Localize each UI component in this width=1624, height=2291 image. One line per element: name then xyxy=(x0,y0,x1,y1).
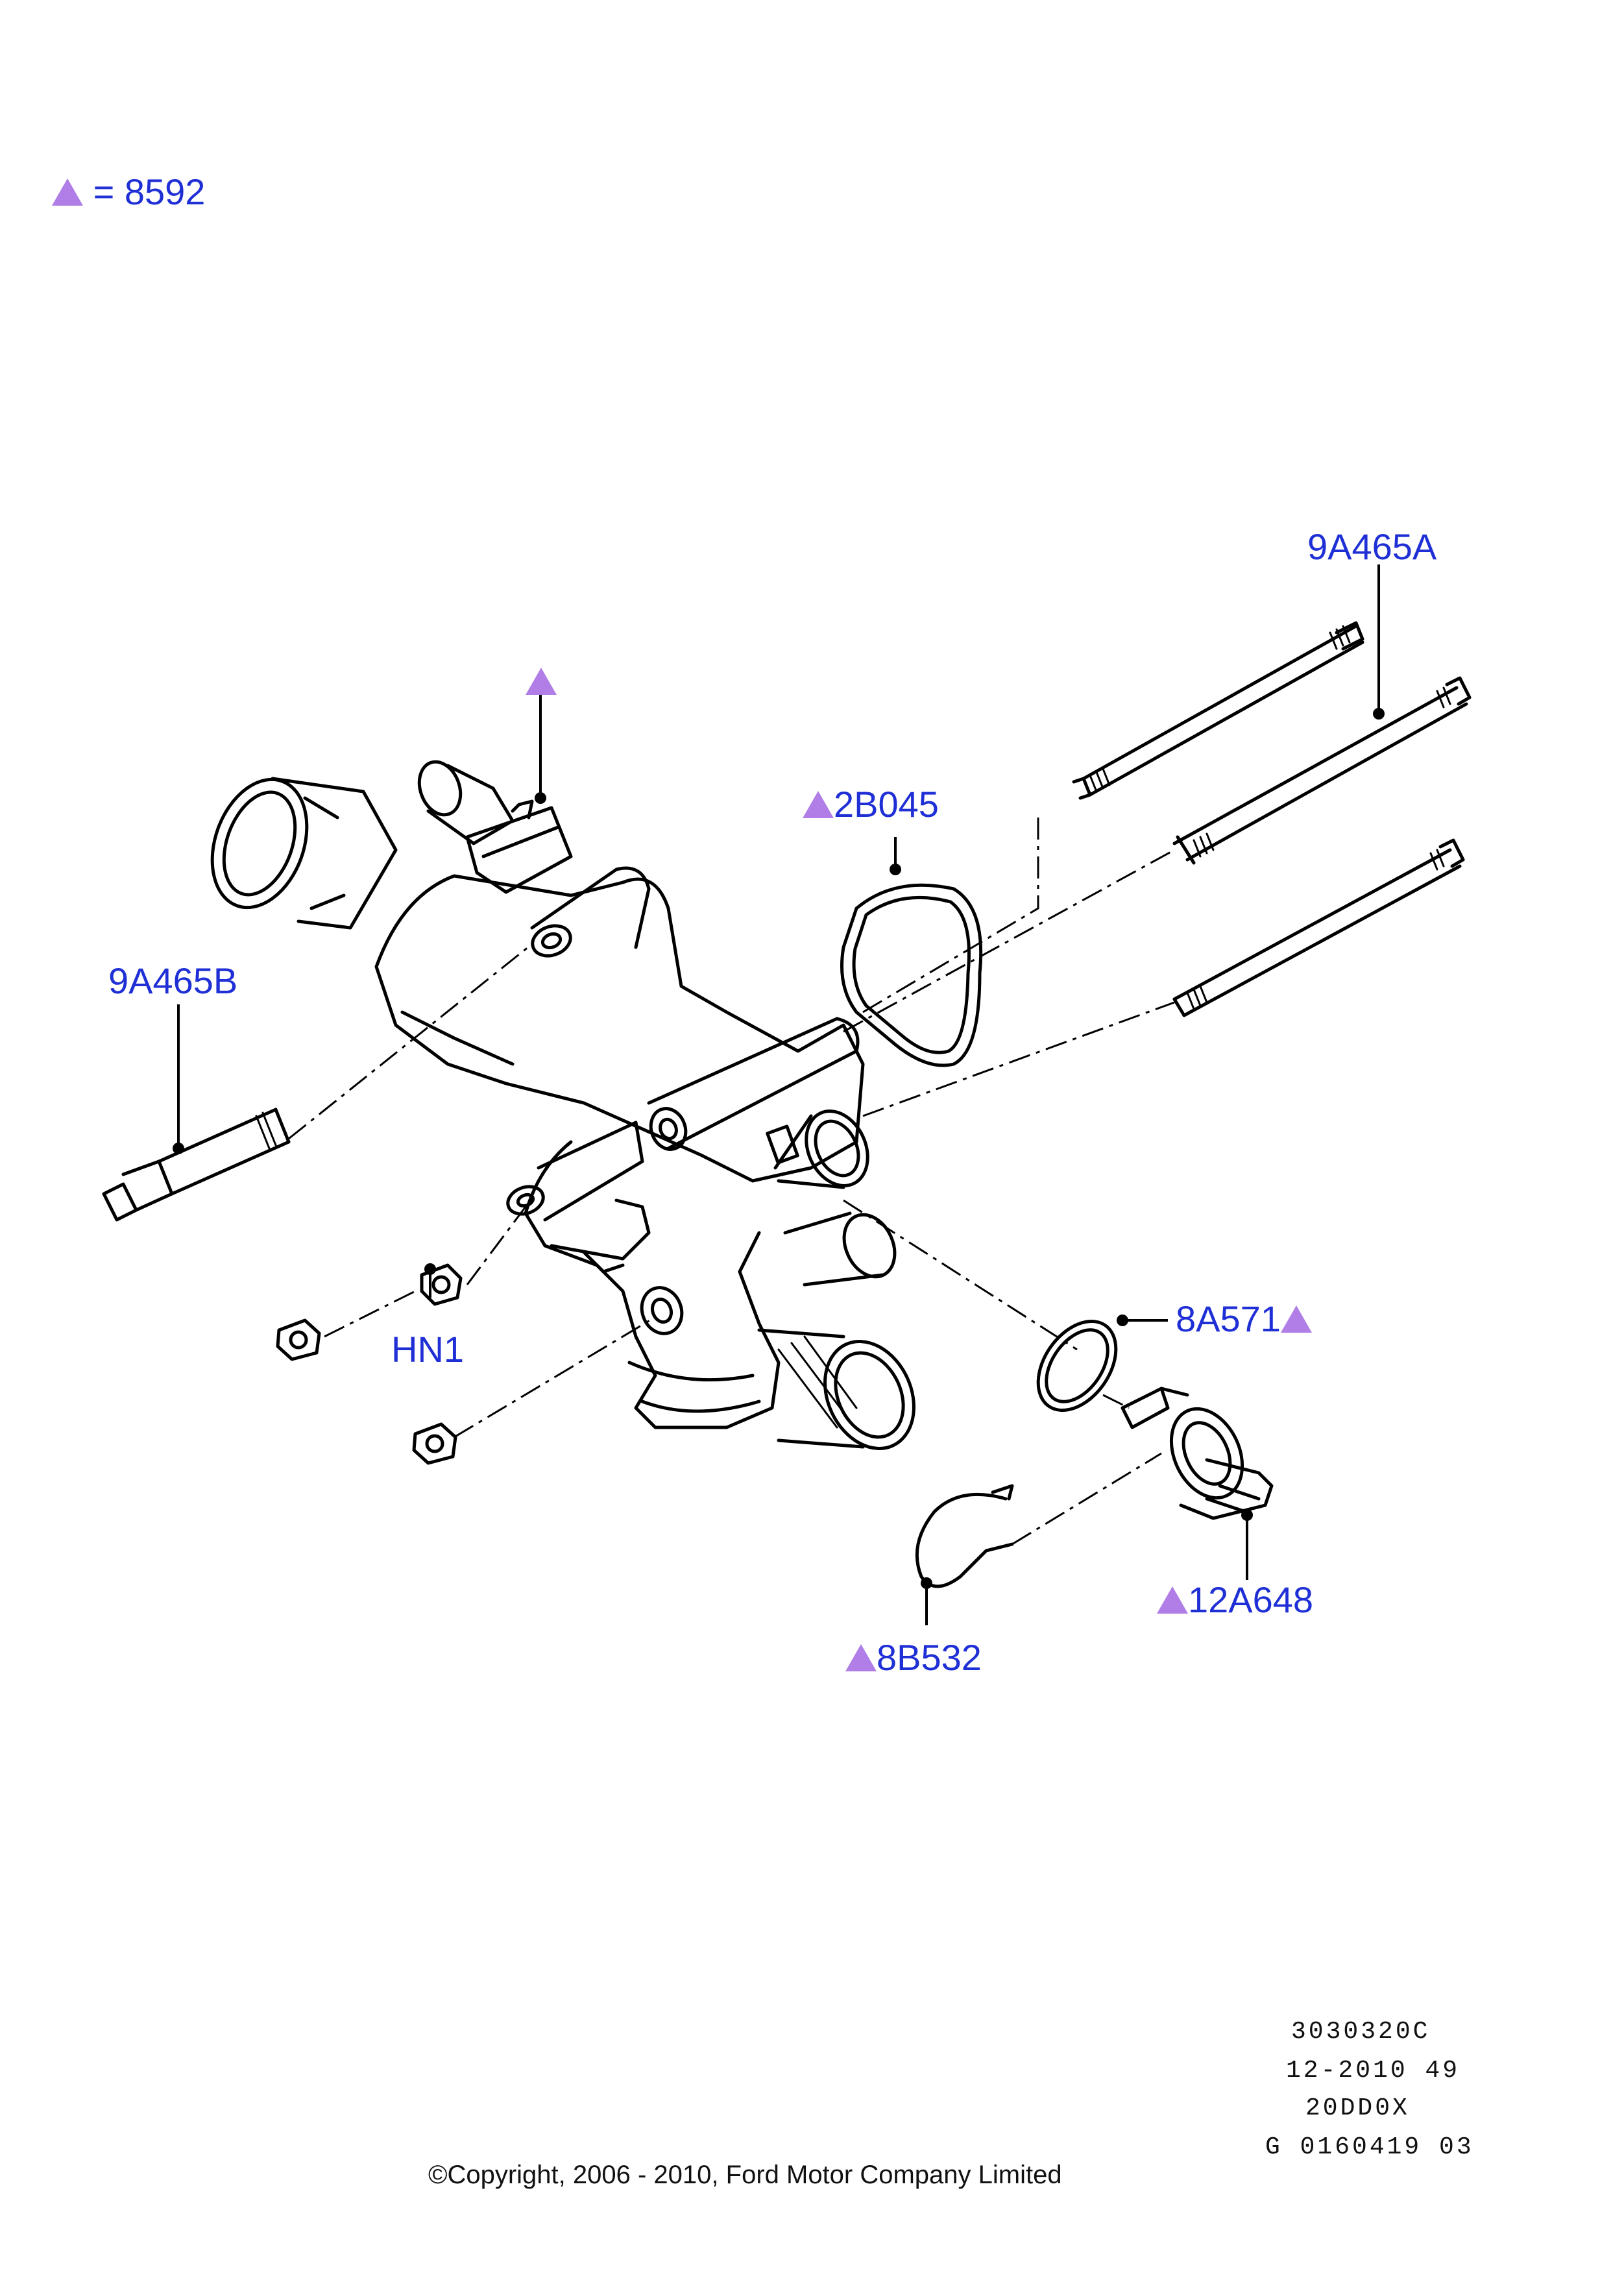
sensor-12A648 xyxy=(1121,1387,1274,1520)
stud-threads xyxy=(1089,625,1451,1010)
ref-line-4: G 0160419 03 xyxy=(1265,2133,1474,2161)
copyright-notice: ©Copyright, 2006 - 2010, Ford Motor Comp… xyxy=(428,2161,1062,2189)
part-label-8B532: 8B532 xyxy=(845,1640,982,1676)
gasket-2B045 xyxy=(840,883,983,1067)
triangle-marker-icon xyxy=(1157,1586,1188,1614)
legend-code: 8592 xyxy=(124,171,206,212)
stud-9A465A xyxy=(1072,621,1472,1017)
nut-HN1-upper xyxy=(420,1263,463,1306)
part-label-9A465A: 9A465A xyxy=(1307,526,1437,567)
ref-line-2: 12-2010 49 xyxy=(1286,2057,1460,2085)
part-label-12A648: 12A648 xyxy=(1157,1582,1313,1618)
housing-marker xyxy=(526,663,557,699)
triangle-marker-icon xyxy=(52,178,83,206)
ref-line-3: 20DD0X xyxy=(1305,2094,1410,2122)
triangle-marker-icon xyxy=(803,791,834,818)
bolt-9A465B xyxy=(102,1108,291,1222)
thermostat-housing xyxy=(210,760,915,1451)
part-code: 8B532 xyxy=(877,1637,982,1678)
nut-HN1-left xyxy=(276,1318,321,1361)
part-code: 8A571 xyxy=(1176,1298,1281,1339)
part-label-8A571: 8A571 xyxy=(1176,1301,1312,1337)
legend: = 8592 xyxy=(52,174,205,210)
part-code: 2B045 xyxy=(834,784,939,825)
triangle-marker-icon xyxy=(845,1644,877,1671)
legend-equals: = xyxy=(93,171,115,212)
part-label-9A465B: 9A465B xyxy=(108,960,238,1001)
triangle-marker-icon xyxy=(526,668,557,695)
nut-HN1-lower xyxy=(412,1422,457,1465)
clip-8B532 xyxy=(915,1484,1014,1588)
triangle-marker-icon xyxy=(1280,1305,1312,1333)
part-label-2B045: 2B045 xyxy=(803,786,939,823)
part-code: 12A648 xyxy=(1188,1579,1314,1620)
part-label-HN1: HN1 xyxy=(391,1329,465,1370)
ref-line-1: 3030320C xyxy=(1291,2018,1431,2046)
oring-8A571 xyxy=(1036,1319,1118,1412)
